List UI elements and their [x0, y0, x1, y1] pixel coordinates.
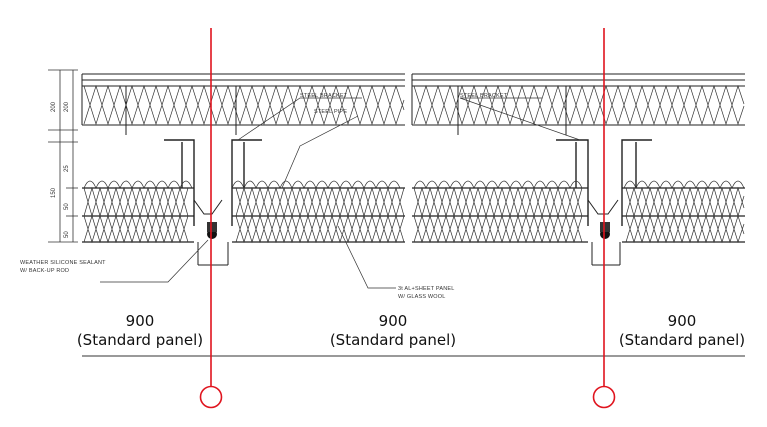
leader-lines — [100, 97, 581, 289]
panel-3-width: 900 — [667, 312, 697, 330]
wall-insulation-arches-left — [83, 180, 401, 189]
panel-1-name: (Standard panel) — [76, 331, 204, 349]
top-panel-left — [81, 73, 405, 126]
label-panel-2: W/ GLASS WOOL — [398, 294, 446, 300]
backup-rod-right — [600, 222, 610, 232]
centerline-right — [592, 28, 616, 409]
dim-wall-total: 150 — [51, 187, 57, 198]
dim-top-layer-inner: 200 — [64, 101, 70, 112]
wall-panel-right — [412, 187, 745, 243]
dim-wall-3: 50 — [64, 231, 70, 238]
panel-3-name: (Standard panel) — [618, 331, 746, 349]
top-panel-studs — [125, 86, 567, 135]
label-sealant-1: WEATHER SILICONE SEALANT — [20, 260, 106, 266]
wall-insulation-zigzag-left — [83, 186, 405, 244]
left-dimension-chain — [48, 69, 78, 243]
label-sealant-2: W/ BACK-UP ROD — [20, 268, 70, 274]
top-insulation-left — [83, 84, 405, 126]
top-panel-right — [411, 73, 745, 126]
backup-rod-left — [207, 222, 217, 232]
dim-top-layer: 200 — [51, 101, 57, 112]
wall-insulation-arches-right — [413, 180, 745, 189]
dim-wall-2: 50 — [64, 203, 70, 210]
dim-wall-1: 25 — [64, 165, 70, 172]
panel-2-name: (Standard panel) — [329, 331, 457, 349]
panel-1-width: 900 — [125, 312, 155, 330]
label-bracket-left-2: STEEL PIPE — [314, 109, 348, 115]
label-bracket-right: STEEL BRACKET — [460, 93, 508, 99]
joint-detail-left — [193, 199, 229, 266]
wall-panel-left — [82, 187, 405, 243]
wall-insulation-zigzag-right — [413, 186, 745, 244]
steel-bracket-right — [556, 139, 652, 226]
panel-2-width: 900 — [378, 312, 408, 330]
joint-detail-right — [587, 199, 621, 266]
centerline-left — [199, 28, 223, 409]
top-insulation-right — [413, 84, 745, 126]
label-panel-1: 3t AL+SHEET PANEL — [398, 286, 455, 292]
steel-bracket-left — [164, 139, 262, 226]
label-bracket-left: STEEL BRACKET — [300, 93, 348, 99]
